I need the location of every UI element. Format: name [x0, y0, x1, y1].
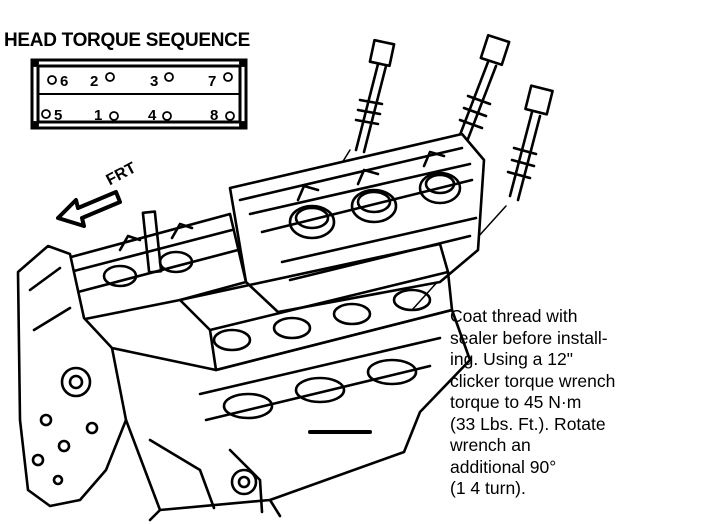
sequence-number: 7 [208, 73, 216, 90]
note-line: additional 90° [450, 456, 557, 477]
bolt-hole [41, 109, 51, 119]
sequence-number: 1 [94, 107, 102, 124]
diagram-title: HEAD TORQUE SEQUENCE [4, 30, 250, 51]
bolt-hole [223, 72, 233, 82]
bolt-hole [105, 72, 115, 82]
bolt-hole [47, 75, 57, 85]
note-line: wrench an [450, 435, 531, 455]
note-line: ing. Using a 12" [450, 349, 573, 369]
sequence-number: 4 [148, 107, 157, 124]
note-line: sealer before install- [450, 327, 608, 348]
note-line: torque to 45 N·m [450, 392, 582, 412]
bolt-hole [164, 72, 174, 82]
sequence-number: 2 [90, 73, 98, 90]
head-bolt [411, 84, 554, 311]
note-line: clicker torque wrench [450, 370, 616, 391]
instruction-note: Coat thread with sealer before install- … [450, 306, 700, 500]
cylinder-head-outline [30, 58, 248, 130]
front-arrow-icon [56, 190, 122, 228]
sequence-number: 6 [60, 73, 68, 90]
bolt-hole [225, 111, 235, 121]
note-line: (33 Lbs. Ft.). Rotate [450, 413, 606, 434]
sequence-number: 8 [210, 107, 218, 124]
sequence-number: 5 [54, 107, 62, 124]
bolt-hole [109, 111, 119, 121]
note-line: Coat thread with [450, 306, 578, 326]
bolt-hole [162, 111, 172, 121]
sequence-number: 3 [150, 73, 158, 90]
torque-sequence-diagram: 6 2 3 7 5 1 4 8 [30, 58, 248, 130]
note-line: (1 4 turn). [450, 478, 526, 498]
cylinder-head [228, 132, 486, 314]
